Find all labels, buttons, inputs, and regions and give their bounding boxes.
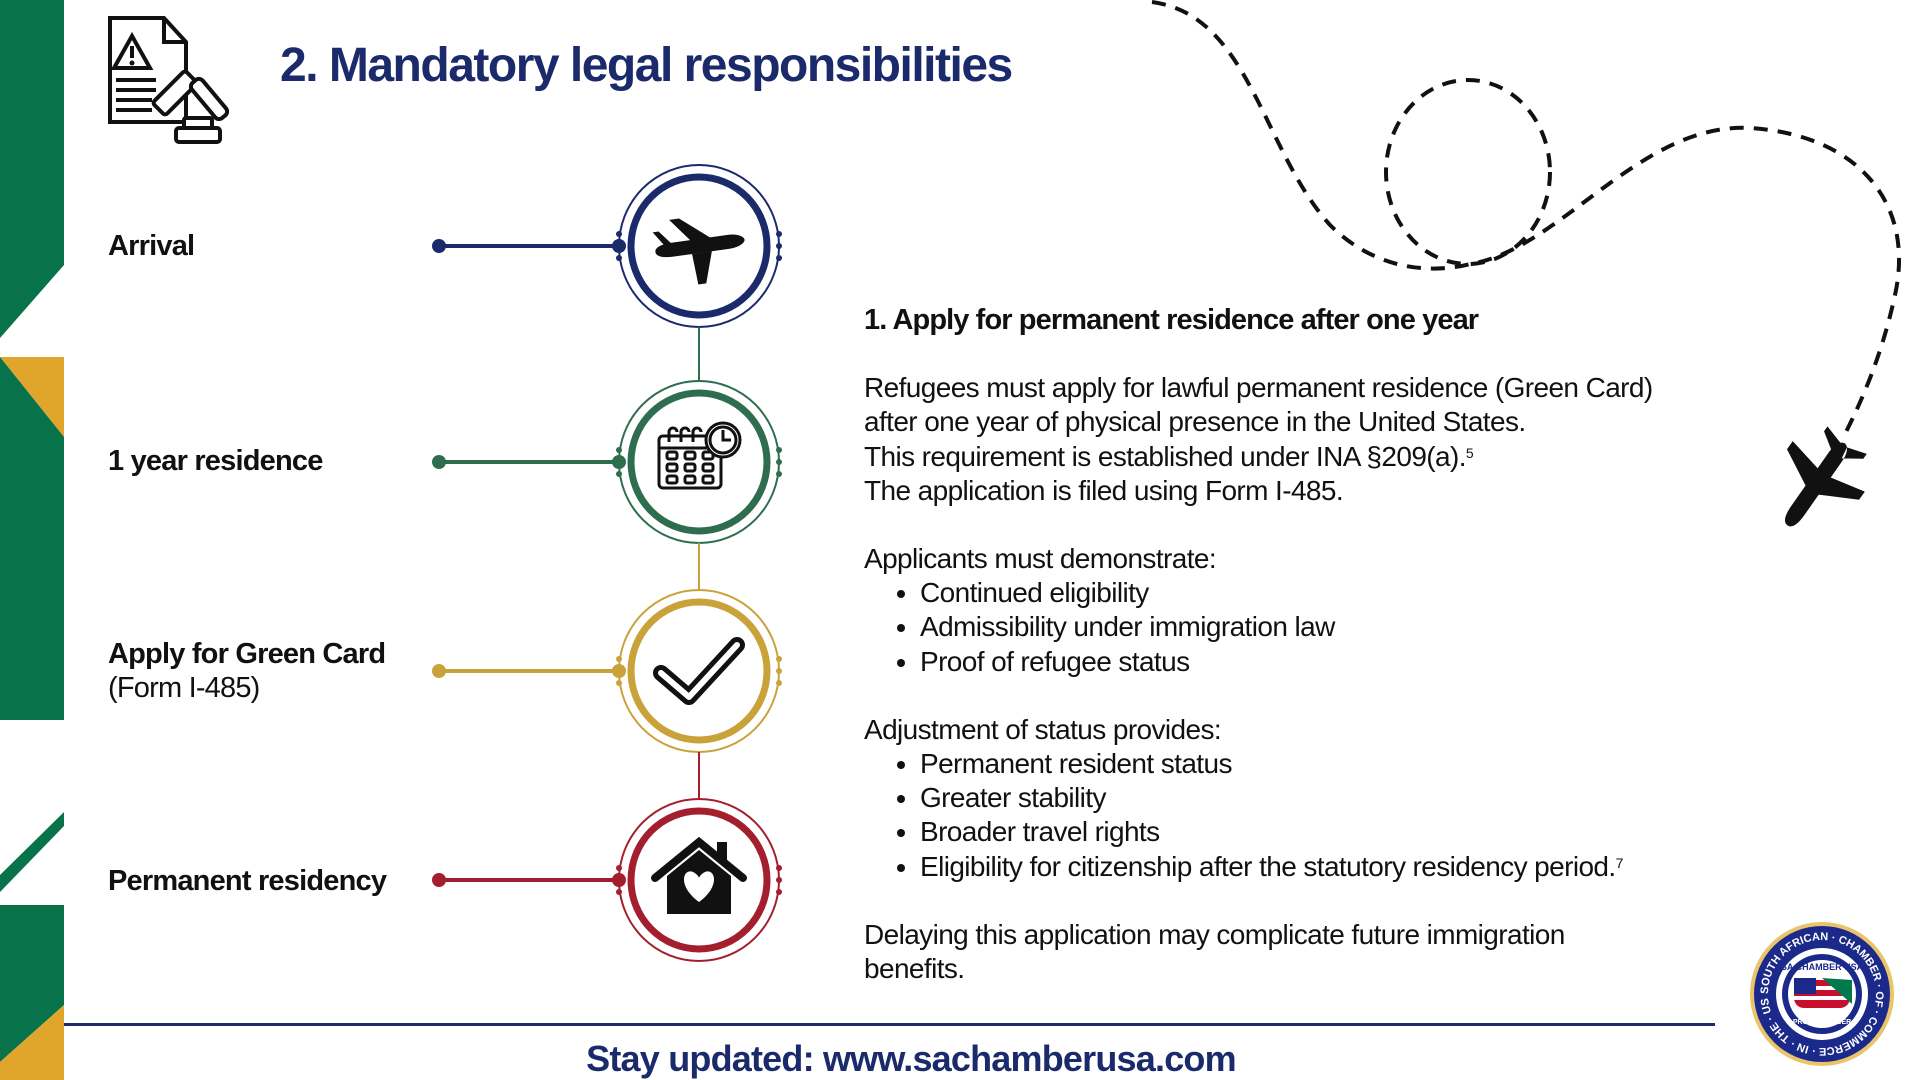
timeline-label-arrival: Arrival	[108, 230, 195, 262]
ring-dot	[616, 447, 622, 453]
ring-dot	[776, 680, 782, 686]
dashed-flight-path	[1151, 0, 1901, 527]
ring-dot	[616, 865, 622, 871]
section-heading: 1. Apply for permanent residence after o…	[864, 304, 1479, 336]
checkmark-icon	[653, 637, 745, 705]
timeline-inner-ring	[627, 598, 771, 744]
demonstrate-list: Continued eligibility Admissibility unde…	[864, 576, 1724, 679]
provides-title: Adjustment of status provides:	[864, 713, 1222, 745]
ring-dot	[616, 471, 622, 477]
ring-dot	[616, 680, 622, 686]
house-heart-icon	[651, 836, 747, 914]
page-title: 2. Mandatory legal responsibilities	[280, 39, 1013, 92]
intro-paragraph: Refugees must apply for lawful permanent…	[864, 372, 1653, 506]
timeline-start-dot	[432, 239, 446, 253]
ring-dot	[616, 656, 622, 662]
closing-paragraph: Delaying this application may complicate…	[864, 918, 1565, 985]
list-item: Continued eligibility	[920, 576, 1724, 610]
demonstrate-title: Applicants must demonstrate:	[864, 543, 1217, 575]
ring-dot	[776, 243, 782, 249]
ring-dot	[776, 865, 782, 871]
list-item: Proof of refugee status	[920, 645, 1724, 679]
footer-website-link[interactable]: Stay updated: www.sachamberusa.com	[586, 1038, 1236, 1079]
list-item: Permanent resident status	[920, 747, 1724, 781]
timeline-label-one-year: 1 year residence	[108, 445, 323, 477]
ring-dot	[616, 889, 622, 895]
timeline-label-permanent: Permanent residency	[108, 865, 387, 897]
decorative-side-strip	[0, 0, 64, 1080]
list-item: Admissibility under immigration law	[920, 610, 1724, 644]
calendar-clock-icon	[657, 421, 742, 490]
content-panel: 1. Apply for permanent residence after o…	[864, 303, 1724, 1020]
ring-dot	[616, 231, 622, 237]
airplane-icon	[1784, 426, 1867, 527]
footer-divider	[64, 1023, 1715, 1026]
list-item: Greater stability	[920, 781, 1724, 815]
timeline-start-dot	[432, 873, 446, 887]
timeline-label-green-card: Apply for Green Card(Form I-485)	[108, 638, 386, 704]
list-item: Eligibility for citizenship after the st…	[920, 850, 1724, 884]
ring-dot	[776, 447, 782, 453]
svg-text:SA CHAMBER USA: SA CHAMBER USA	[1781, 962, 1864, 972]
timeline-start-dot	[432, 664, 446, 678]
ring-dot	[776, 255, 782, 261]
list-item: Broader travel rights	[920, 815, 1724, 849]
ring-dot	[776, 889, 782, 895]
ring-dot	[616, 255, 622, 261]
provides-list: Permanent resident status Greater stabil…	[864, 747, 1724, 884]
ring-dot	[776, 656, 782, 662]
ring-dot	[776, 668, 782, 674]
ring-dot	[776, 231, 782, 237]
sa-chamber-logo: SOUTH AFRICAN · CHAMBER · OF · COMMERCE …	[1748, 920, 1894, 1066]
ring-dot	[776, 459, 782, 465]
timeline-start-dot	[432, 455, 446, 469]
airplane-icon	[652, 218, 745, 285]
timeline-graphic	[432, 164, 782, 962]
ring-dot	[776, 471, 782, 477]
legal-document-gavel-icon	[108, 16, 230, 144]
svg-text:PROUD MEMBER: PROUD MEMBER	[1793, 1019, 1851, 1026]
ring-dot	[776, 877, 782, 883]
